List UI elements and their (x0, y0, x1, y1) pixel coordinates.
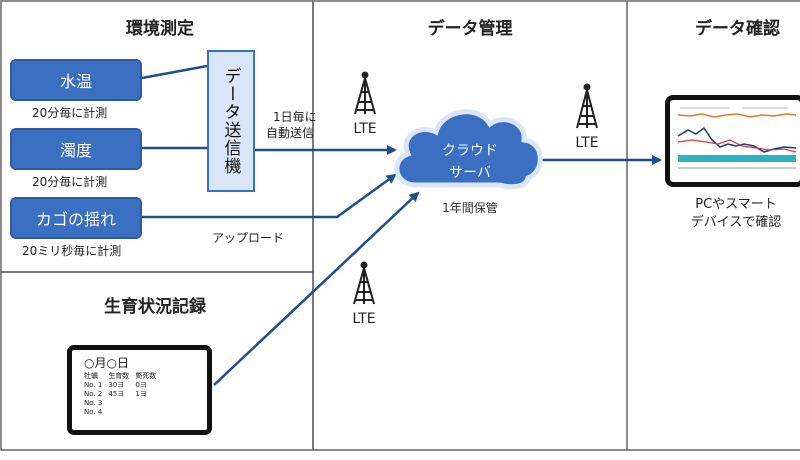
sensor-water-temp: 水温 (10, 59, 142, 101)
auto-send-label-2: 自動送信 (266, 126, 315, 140)
sensor-note-basket-sway: 20ミリ秒毎に計測 (22, 244, 122, 258)
chart-thumbnail (677, 107, 797, 169)
sensor-note-water-temp: 20分毎に計測 (32, 106, 108, 120)
lte-label-3: LTE (352, 311, 376, 327)
section-title-confirm: データ確認 (695, 19, 780, 39)
table-row: No. 3 (84, 399, 103, 407)
antenna-icon (576, 83, 598, 129)
sensor-turbidity: 濁度 (10, 128, 142, 170)
antenna-icon (353, 261, 375, 305)
auto-send-label-1: 1日毎に (273, 110, 317, 124)
growth-record-tablet: ○月○日 牡蠣 生育数 斃死数 No. 1 30ヨ 0ヨ No. 2 45ヨ 1… (67, 345, 212, 435)
section-title-management: データ管理 (427, 19, 513, 39)
record-date: ○月○日 (84, 356, 129, 370)
retention-note: 1年間保管 (442, 201, 498, 215)
data-transmitter: データ送信機 (207, 50, 255, 192)
lte-label-2: LTE (575, 135, 599, 151)
devices-label: PCやスマート デバイスで確認 (690, 197, 782, 230)
section-title-environment: 環境測定 (126, 19, 194, 39)
sensor-basket-sway: カゴの揺れ (10, 197, 142, 239)
connector-water-temp (141, 64, 208, 80)
cloud-shape (394, 109, 543, 190)
table-row: No. 1 30ヨ 0ヨ (84, 381, 147, 389)
record-table: 牡蠣 生育数 斃死数 No. 1 30ヨ 0ヨ No. 2 45ヨ 1ヨ No.… (84, 372, 162, 417)
table-header-row: 牡蠣 生育数 斃死数 (84, 372, 157, 380)
sensor-note-turbidity: 20分毎に計測 (32, 175, 108, 189)
lte-label-1: LTE (353, 121, 377, 137)
cloud-server-label: クラウド サーバ (442, 143, 498, 181)
section-title-growth: 生育状況記録 (104, 297, 206, 317)
upload-label: アップロード (212, 231, 285, 245)
arrow-record-upload (213, 191, 420, 386)
table-row: No. 4 (84, 408, 103, 416)
table-row: No. 2 45ヨ 1ヨ (84, 390, 147, 398)
arrow-upload (142, 173, 397, 219)
antenna-icon (354, 71, 376, 115)
device-screen (665, 95, 800, 187)
